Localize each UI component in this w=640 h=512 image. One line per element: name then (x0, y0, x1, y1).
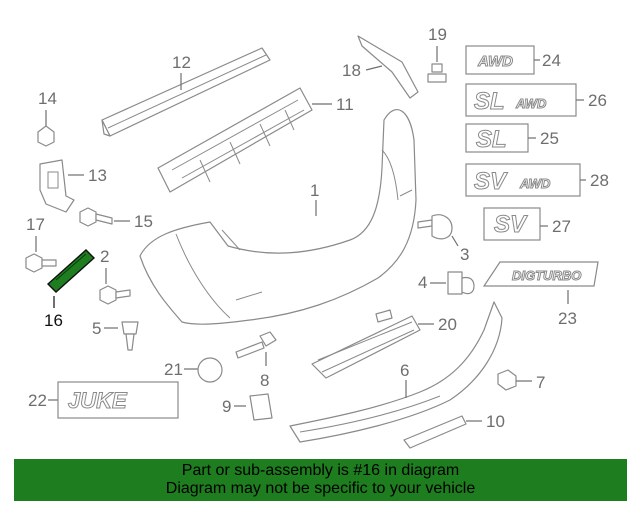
callout-25: 25 (540, 129, 559, 148)
callout-24: 24 (542, 51, 561, 70)
callout-27: 27 (552, 217, 571, 236)
badge-sv-awd-main: SV (474, 168, 508, 195)
callout-16: 16 (44, 311, 63, 330)
part-20-lamp: 20 (311, 309, 457, 379)
callout-20: 20 (438, 315, 457, 334)
callout-17: 17 (26, 215, 45, 234)
part-17-bolt: 17 (25, 215, 57, 273)
part-27-sv-badge: SV 27 (483, 207, 571, 241)
callout-23: 23 (558, 309, 577, 328)
part-24-awd-badge: AWD 24 (465, 45, 561, 75)
callout-11: 11 (336, 95, 354, 114)
callout-8: 8 (260, 371, 269, 390)
part-28-sv-awd-badge: SV AWD 28 (465, 163, 609, 197)
badge-sv-awd-sub: AWD (519, 176, 551, 191)
callout-18: 18 (342, 61, 361, 80)
badge-sl-awd-main: SL (474, 88, 505, 115)
part-9-clip: 9 (222, 393, 273, 421)
part-3-clip: 3 (417, 214, 469, 264)
badge-sl-awd-sub: AWD (515, 96, 547, 111)
part-22-juke-badge: 22 JUKE (28, 381, 179, 419)
callout-1: 1 (310, 181, 319, 200)
callout-19: 19 (428, 25, 447, 44)
part-5-clip: 5 (92, 319, 139, 351)
callout-6: 6 (400, 361, 409, 380)
callout-7: 7 (536, 373, 545, 392)
badge-juke: JUKE (68, 388, 128, 413)
part-4-clip: 4 (418, 271, 475, 295)
part-2-bolt: 2 (99, 247, 131, 305)
callout-10: 10 (486, 412, 505, 431)
callout-3: 3 (460, 245, 469, 264)
part-1-bumper-fascia: 1 (139, 109, 417, 325)
badge-sl: SL (476, 126, 507, 153)
badge-digturbo: DIGTURBO (512, 268, 581, 283)
part-16-spacer-highlighted: 16 (44, 249, 96, 330)
part-11-absorber: 11 (157, 87, 354, 193)
part-21-cap: 21 (164, 357, 223, 383)
part-15-bolt: 15 (79, 207, 153, 231)
callout-12: 12 (172, 53, 191, 72)
callout-14: 14 (38, 89, 57, 108)
fitment-notice-banner: Part or sub-assembly is #16 in diagram D… (14, 459, 627, 501)
banner-line-1: Part or sub-assembly is #16 in diagram (181, 462, 460, 479)
part-25-sl-badge: SL 25 (465, 123, 559, 154)
part-18-bracket: 18 (342, 35, 419, 99)
part-14-nut: 14 (37, 89, 57, 147)
banner-line-2: Diagram may not be specific to your vehi… (165, 480, 476, 497)
callout-2: 2 (100, 247, 109, 266)
part-23-digturbo-badge: DIGTURBO 23 (482, 261, 599, 328)
badge-sv: SV (494, 211, 528, 238)
part-7-bolt: 7 (497, 369, 545, 392)
part-26-sl-awd-badge: SL AWD 26 (465, 83, 607, 117)
callout-26: 26 (588, 91, 607, 110)
part-8-bolt: 8 (235, 331, 277, 390)
callout-5: 5 (92, 319, 101, 338)
part-13-bracket: 13 (39, 159, 107, 213)
callout-21: 21 (164, 360, 183, 379)
part-19-bolt: 19 (427, 25, 447, 83)
callout-15: 15 (134, 212, 153, 231)
callout-9: 9 (222, 397, 231, 416)
badge-awd: AWD (477, 53, 513, 70)
callout-28: 28 (590, 171, 609, 190)
callout-13: 13 (88, 166, 107, 185)
callout-4: 4 (418, 273, 427, 292)
part-12-reinforcement: 12 (101, 47, 271, 137)
part-10-strip: 10 (403, 412, 505, 449)
callout-22: 22 (28, 391, 47, 410)
part-6-lower-valance: 6 (289, 301, 503, 443)
